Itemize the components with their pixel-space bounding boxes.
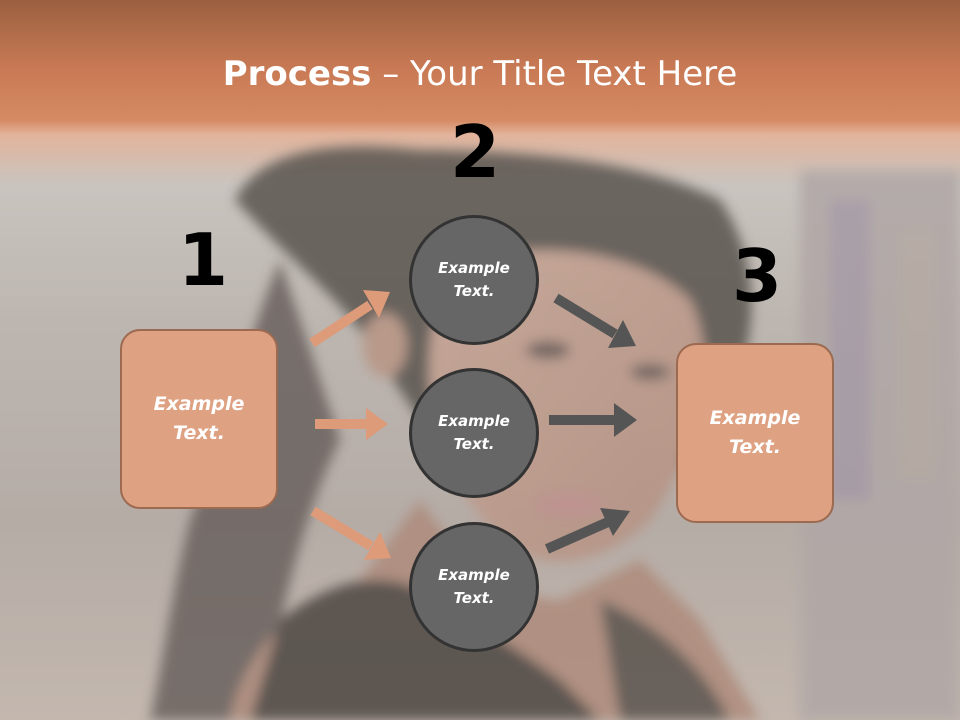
circle-step-middle[interactable]: Example Text. bbox=[409, 368, 539, 498]
slide-title: Process – Your Title Text Here bbox=[0, 52, 960, 96]
step-number-3: 3 bbox=[732, 234, 783, 318]
circle-step-bottom[interactable]: Example Text. bbox=[409, 522, 539, 652]
arrow-up-right-orange bbox=[309, 290, 390, 348]
arrow-down-right-orange bbox=[310, 506, 391, 560]
circle-middle-text: Example Text. bbox=[438, 412, 510, 453]
arrow-up-right-gray bbox=[544, 508, 630, 554]
circle-step-top[interactable]: Example Text. bbox=[409, 215, 539, 345]
right-step-box-text: Example Text. bbox=[709, 407, 801, 458]
arrow-down-right-gray bbox=[553, 293, 636, 348]
circle-top-text: Example Text. bbox=[438, 259, 510, 300]
left-step-box-text: Example Text. bbox=[153, 393, 245, 444]
title-bold: Process bbox=[222, 54, 372, 94]
arrow-right-gray bbox=[549, 403, 637, 437]
right-step-box[interactable]: Example Text. bbox=[676, 343, 834, 523]
circle-bottom-text: Example Text. bbox=[438, 566, 510, 607]
arrow-right-orange bbox=[315, 408, 388, 440]
title-rest: – Your Title Text Here bbox=[371, 54, 738, 94]
left-step-box[interactable]: Example Text. bbox=[120, 329, 278, 509]
step-number-2: 2 bbox=[450, 110, 501, 194]
step-number-1: 1 bbox=[178, 218, 229, 302]
